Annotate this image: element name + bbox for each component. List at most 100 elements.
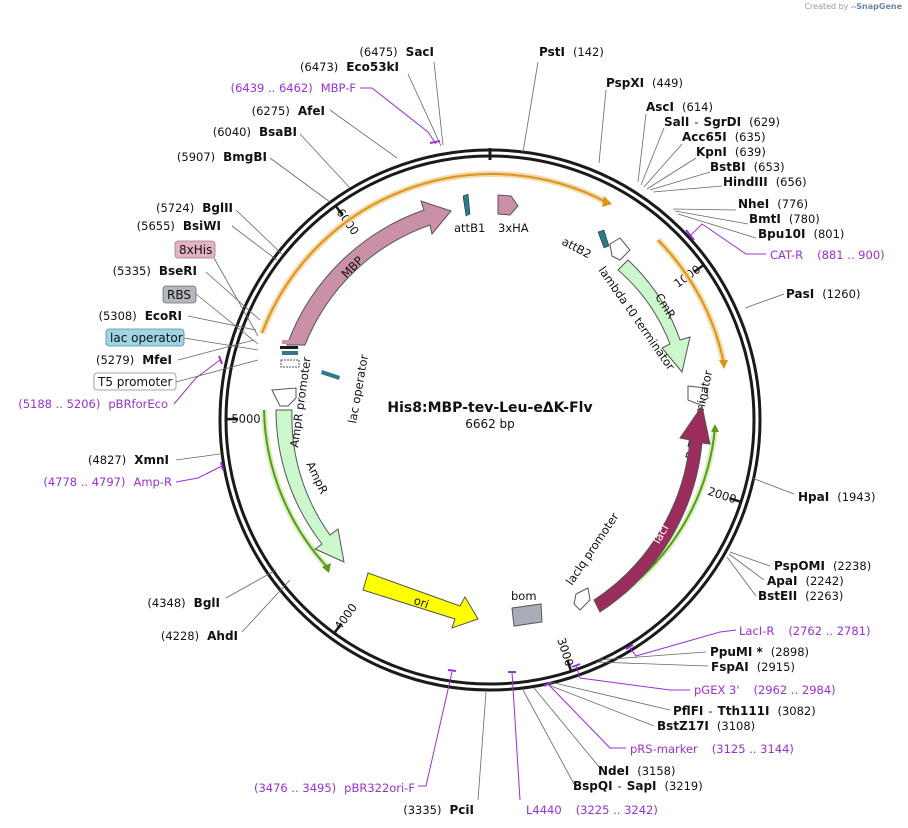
primer-mark-laci-r bbox=[625, 644, 634, 650]
laciq-arrow bbox=[573, 587, 591, 611]
his-box-label: 8xHis bbox=[179, 243, 212, 257]
ampr-promoter-arrow bbox=[271, 387, 297, 407]
orf-green-right-arrow bbox=[711, 424, 719, 432]
ori-arrow bbox=[362, 572, 479, 629]
leader-nhei bbox=[672, 208, 737, 211]
leader-afei bbox=[329, 109, 398, 159]
leader-ahdi bbox=[241, 579, 291, 633]
primer-mark-pbr322ori-f bbox=[447, 669, 457, 672]
laci-arrow bbox=[593, 404, 711, 613]
leader-pcii bbox=[477, 691, 487, 801]
leader-asci bbox=[637, 113, 647, 183]
leader-psti bbox=[522, 61, 539, 153]
primer-pbrforeco: (5188 .. 5206)pBRforEco bbox=[18, 397, 168, 411]
primer-mark-mbp-f bbox=[429, 140, 441, 144]
leader-acc65i bbox=[643, 143, 683, 188]
t5-box bbox=[93, 372, 177, 391]
leader-ecori bbox=[187, 315, 257, 331]
leader-mfei bbox=[177, 339, 255, 361]
enzyme-pspomi: PspOMI(2238) bbox=[774, 559, 871, 573]
primer-leaders bbox=[173, 87, 766, 801]
tick-mark bbox=[729, 497, 742, 504]
enzyme-ppumi: PpuMI *(2898) bbox=[710, 645, 809, 659]
enzyme-labels-left: (6475)SacI (6473)Eco53kI (6275)AfeI (604… bbox=[88, 45, 474, 817]
enzyme-bsabi: (6040)BsaBI bbox=[213, 125, 297, 139]
leader-ppumi bbox=[597, 651, 707, 661]
enzyme-apai: ApaI(2242) bbox=[767, 574, 844, 588]
enzyme-psti: PstI(142) bbox=[539, 45, 604, 59]
enzyme-labels-right: PstI(142) PspXI(449) AscI(614) SalI-SgrD… bbox=[539, 45, 875, 793]
tick-label: 3000 bbox=[554, 636, 576, 668]
leader-sali bbox=[640, 127, 665, 186]
primer-pgex: pGEX 3'(2962 .. 2984) bbox=[694, 683, 836, 697]
primer-mbp-f: (6439 .. 6462)MBP-F bbox=[231, 81, 356, 95]
leader-bspqi bbox=[522, 689, 575, 785]
orf-orange-left-core bbox=[261, 173, 607, 334]
leader-hpai bbox=[751, 477, 795, 495]
enzyme-acc65i: Acc65I(635) bbox=[682, 130, 766, 144]
enzyme-afei: (6275)AfeI bbox=[252, 104, 325, 118]
leader-8xhis bbox=[213, 257, 259, 337]
leader-bmti bbox=[674, 210, 749, 225]
leader-eco53ki bbox=[407, 73, 442, 147]
leader-lacop bbox=[183, 337, 259, 351]
lac-operator-inner-label: lac operator bbox=[345, 353, 371, 424]
primer-leader-pbrforeco bbox=[173, 359, 221, 405]
tick-mark bbox=[334, 205, 344, 217]
enzyme-bmgbi: (5907)BmgBI bbox=[177, 150, 267, 164]
credit-prefix: Created by bbox=[804, 2, 849, 11]
primer-l4440: L4440(3225 .. 3242) bbox=[526, 803, 658, 817]
snapgene-credit: Created by ⌢SnapGene bbox=[804, 2, 902, 12]
enzyme-kpni: KpnI(639) bbox=[696, 145, 766, 159]
cmr-arrow bbox=[617, 259, 691, 374]
tick-mark bbox=[333, 622, 343, 634]
attb1-label: attB1 bbox=[454, 221, 485, 235]
enzyme-mfei: (5279)MfeI bbox=[96, 353, 172, 367]
lacop-box bbox=[105, 328, 185, 347]
tick-mark bbox=[693, 263, 705, 274]
enzyme-ahdi: (4228)AhdI bbox=[161, 629, 238, 643]
attb1-mark bbox=[462, 193, 471, 217]
enzyme-bspqi-sapi: BspQI-SapI(3219) bbox=[573, 779, 703, 793]
leader-kpni bbox=[646, 157, 697, 190]
primer-leader-pgex bbox=[575, 665, 690, 691]
enzyme-pasi: PasI(1260) bbox=[786, 287, 860, 301]
bom-label: bom bbox=[511, 589, 537, 603]
enzyme-bpu10i: Bpu10I(801) bbox=[758, 227, 844, 241]
orf-green-left-core bbox=[263, 409, 329, 569]
leader-bglii bbox=[235, 209, 283, 255]
primer-mark-pbrforeco bbox=[218, 355, 223, 365]
enzyme-bgli: (4348)BglI bbox=[147, 596, 220, 610]
ori-label: ori bbox=[412, 593, 431, 611]
primer-leader-pbr322ori-f bbox=[418, 671, 453, 787]
primer-mark-amp-r bbox=[220, 461, 224, 471]
lambda-t0-arrow bbox=[609, 237, 631, 261]
leader-pspomi bbox=[729, 551, 771, 567]
orf-green-left-arrow bbox=[322, 563, 331, 573]
ampr-arrow bbox=[275, 409, 345, 563]
enzyme-bstbi: BstBI(653) bbox=[710, 160, 785, 174]
his-box-mark bbox=[282, 340, 298, 344]
rbs-box bbox=[162, 285, 197, 304]
enzyme-pflfi-tth111i: PflFI-Tth111I(3082) bbox=[673, 704, 816, 718]
primer-leader-amp-r bbox=[175, 465, 223, 483]
enzyme-eco53ki: (6473)Eco53kI bbox=[300, 60, 399, 74]
ampr-label: AmpR bbox=[303, 459, 331, 496]
leader-rbs bbox=[195, 293, 259, 345]
lac-operator-inner-mark bbox=[321, 370, 340, 380]
leader-bstz17i bbox=[545, 683, 655, 727]
enzyme-xmni: (4827)XmnI bbox=[88, 453, 169, 467]
leader-apai bbox=[728, 553, 765, 581]
leader-bsteii bbox=[726, 556, 757, 597]
primer-cat-r: CAT-R(881 .. 900) bbox=[770, 248, 885, 262]
enzyme-bstz17i: BstZ17I(3108) bbox=[657, 719, 755, 733]
enzyme-bseri: (5335)BseRI bbox=[113, 264, 197, 278]
enzyme-ndei: NdeI(3158) bbox=[598, 764, 676, 778]
leader-bgli bbox=[225, 569, 277, 599]
leader-fspai bbox=[595, 661, 709, 667]
primer-mark-prs-marker bbox=[543, 681, 553, 687]
mbp-arrow bbox=[286, 200, 452, 346]
primer-labels: (6439 .. 6462)MBP-F CAT-R(881 .. 900) (5… bbox=[18, 81, 884, 817]
